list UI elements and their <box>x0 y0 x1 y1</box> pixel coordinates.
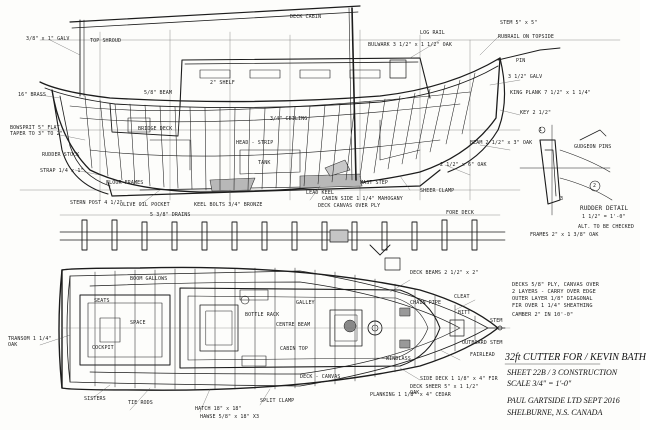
profile-note: DECK CABIN <box>290 14 322 20</box>
plan-note: CHAIN PIPE <box>410 300 442 306</box>
profile-note: TANK <box>258 160 271 166</box>
plan-note: STEM <box>490 318 503 324</box>
profile-note: STERN POST 4 1/2" <box>70 200 123 206</box>
design-title: 32ft CUTTER FOR / KEVIN BATH <box>505 352 646 363</box>
plan-note: OUTBOARD STEM <box>462 340 503 346</box>
detail-callout: 3 <box>560 196 564 202</box>
profile-note: STEM 5" x 5" <box>500 20 538 26</box>
spec-line: DECKS 5/8" PLY, CANVAS OVER <box>512 282 600 288</box>
profile-note: BRIDGE DECK <box>138 126 173 132</box>
detail-callout: 1 <box>539 127 543 133</box>
plan-note: SPLIT CLAMP <box>260 398 295 404</box>
plan-note: DECK SHEER 5" x 1 1/2" OAK <box>410 384 479 396</box>
plan-note: BOTTLE RACK <box>245 312 280 318</box>
spec-line: 2 LAYERS - CARRY OVER EDGE <box>512 289 596 295</box>
profile-note: CABIN SIDE 1 1/4" MAHOGANY <box>322 196 403 202</box>
sheet-number: SHEET 22B / 3 CONSTRUCTION <box>507 368 618 377</box>
profile-note: KING PLANK 7 1/2" x 1 1/4" <box>510 90 591 96</box>
plan-note: CLEAT <box>454 294 470 300</box>
profile-note: 16" BRASS <box>18 92 46 98</box>
plan-note: SISTERS <box>84 396 106 402</box>
profile-note: 5 3/8" DRAINS <box>150 212 191 218</box>
profile-view <box>19 5 621 216</box>
profile-note: LOG RAIL <box>420 30 445 36</box>
profile-note: BEAM 2 1/2" x 3" OAK <box>470 140 533 146</box>
profile-note: KEY 2 1/2" <box>520 110 552 116</box>
detail-note: GUDGEON PINS <box>574 144 612 150</box>
profile-note: 3/4" CEILING <box>270 116 308 122</box>
profile-note: SHEER CLAMP <box>420 188 455 194</box>
rudder-detail <box>369 124 613 271</box>
profile-note: 3 1/2" GALV <box>508 74 543 80</box>
detail-note: FRAMES 2" x 1 3/8" OAK <box>530 232 599 238</box>
spec-line: CAMBER 2" IN 10'-0" <box>512 312 574 318</box>
plan-note: SEATS <box>94 298 110 304</box>
designer-location: SHELBURNE, N.S. CANADA <box>507 408 603 417</box>
profile-note: FLOOR FRAMES <box>106 180 144 186</box>
plan-note: SPACE <box>130 320 146 326</box>
profile-note: 2 1/2" x 6" OAK <box>440 162 487 168</box>
detail-note: ALT. TO BE CHECKED <box>578 224 634 230</box>
deck-plan-view <box>39 266 511 413</box>
plan-note: TIE RODS <box>128 400 153 406</box>
plan-note: BITT <box>458 310 471 316</box>
plan-note: GALLEY <box>296 300 315 306</box>
plan-note: FAIRLEAD <box>470 352 495 358</box>
profile-note: 3/8" x 1" GALV <box>26 36 70 42</box>
spec-line: FIR OVER 1 1/4" SHEATHING <box>512 303 593 309</box>
beam-section-strip <box>59 219 506 251</box>
profile-note: DECK CANVAS OVER PLY <box>318 203 381 209</box>
plan-note: DECK BEAMS 2 1/2" x 2" <box>410 270 479 276</box>
plan-note: HAWSE 5/8" x 18" X3 <box>200 414 260 420</box>
plan-note: HATCH 18" x 18" <box>195 406 242 412</box>
profile-note: 2" SHELF <box>210 80 235 86</box>
plan-note: PLANKING 1 1/8" x 4" CEDAR <box>370 392 451 398</box>
profile-note: MAST STEP <box>360 180 388 186</box>
profile-note: OLIVE OIL POCKET <box>120 202 170 208</box>
plan-note: CABIN TOP <box>280 346 308 352</box>
detail-title: RUDDER DETAIL <box>580 205 629 212</box>
drawing-scale: SCALE 3/4" = 1'-0" <box>507 379 572 388</box>
profile-note: STRAP 1/4 x 1" <box>40 168 84 174</box>
profile-note: BULWARK 3 1/2" x 1 1/2" OAK <box>368 42 452 48</box>
profile-note: RUBRAIL ON TOPSIDE <box>498 34 554 40</box>
profile-note: LEAD KEEL <box>306 190 334 196</box>
plan-note: WINDLASS <box>386 356 411 362</box>
profile-note: BOWSPRIT 5" FLAT TAPER TO 3" TO 2" <box>10 125 63 137</box>
profile-note: TOP SHROUD <box>90 38 122 44</box>
detail-scale: 1 1/2" = 1'-0" <box>582 214 626 220</box>
designer-office: PAUL GARTSIDE LTD SEPT 2016 <box>507 396 620 405</box>
plan-note: TRANSOM 1 1/4" OAK <box>8 336 52 348</box>
profile-note: HEAD - STRIP <box>236 140 274 146</box>
plan-note: CENTRE BEAM <box>276 322 311 328</box>
profile-note: KEEL BOLTS 3/4" BRONZE <box>194 202 263 208</box>
plan-note: DECK - CANVAS <box>300 374 341 380</box>
profile-note: PIN <box>516 58 526 64</box>
plan-note: COCKPIT <box>92 345 114 351</box>
plan-note: SIDE DECK 1 1/8" x 4" FIR <box>420 376 498 382</box>
profile-note: FORE DECK <box>446 210 474 216</box>
detail-callout: 2 <box>593 183 597 189</box>
spec-line: OUTER LAYER 1/8" DIAGONAL <box>512 296 593 302</box>
profile-note: 5/8" BEAM <box>144 90 172 96</box>
profile-note: RUDDER STOCK <box>42 152 80 158</box>
plan-note: BOOM GALLOWS <box>130 276 168 282</box>
